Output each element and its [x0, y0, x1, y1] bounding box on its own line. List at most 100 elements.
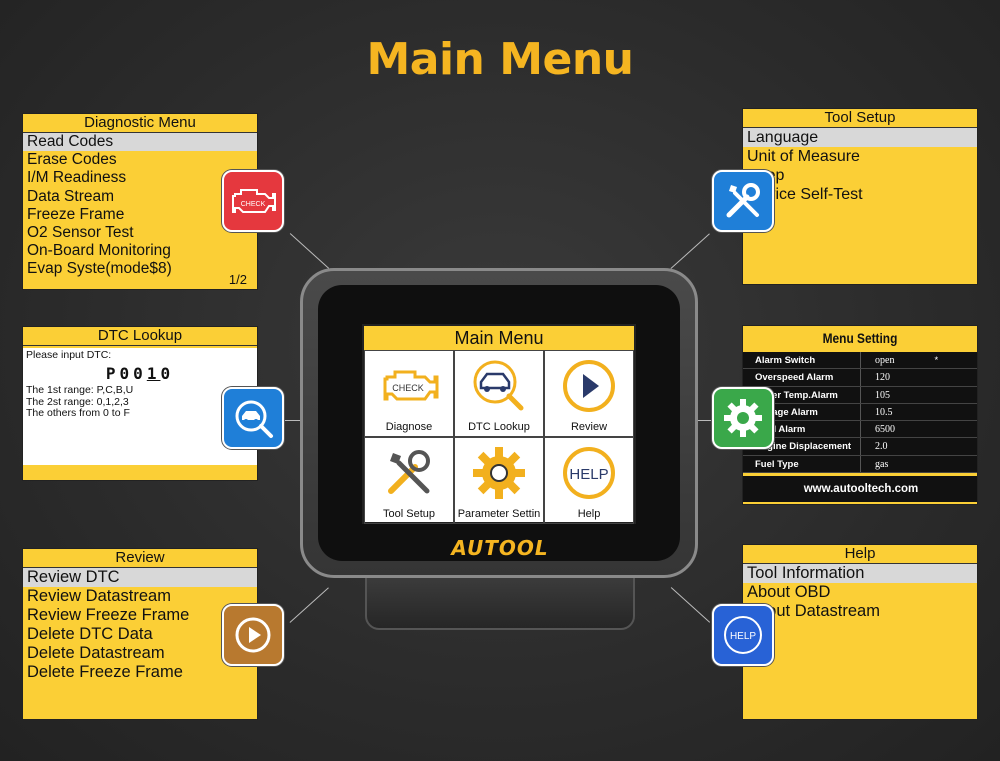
dtc-code-char: 0 — [160, 363, 175, 383]
setting-value: 6500 — [875, 424, 895, 436]
tile-label: Review — [570, 421, 608, 433]
gear-icon — [473, 447, 525, 499]
diagnostic-menu-item[interactable]: Erase Codes — [27, 151, 117, 169]
setting-key: RPM Alarm — [743, 421, 861, 438]
review-badge — [222, 604, 284, 666]
dtc-code-char: 0 — [119, 363, 134, 383]
diagnostic-menu-item[interactable]: Read Codes — [23, 133, 257, 152]
tile-label: Diagnose — [385, 421, 433, 433]
tool-setup-item[interactable]: Beep — [743, 166, 977, 185]
website-footer: www.autooltech.com — [743, 476, 977, 502]
tile-diagnose[interactable]: CHECK Diagnose — [364, 350, 454, 437]
tile-review[interactable]: Review — [544, 350, 634, 437]
main-menu-grid: CHECK Diagnose DTC Lookup — [364, 350, 634, 524]
tool-setup-badge — [712, 170, 774, 232]
tool-setup-item[interactable]: Unit of Measure — [747, 148, 860, 165]
review-item[interactable]: Delete DTC Data — [27, 625, 153, 643]
connector-line — [289, 587, 330, 624]
connector-line — [694, 420, 712, 422]
car-search-icon — [235, 400, 273, 438]
review-item[interactable]: Review Freeze Frame — [27, 606, 190, 624]
help-icon: HELP — [563, 447, 615, 499]
review-title: Review — [23, 549, 257, 568]
help-item[interactable]: Tool Information — [743, 564, 977, 583]
review-item[interactable]: Review Datastream — [27, 587, 171, 605]
setting-key: Alarm Switch — [743, 352, 861, 369]
tile-label: Parameter Settin — [457, 508, 541, 520]
check-engine-icon: CHECK — [232, 189, 276, 213]
car-search-icon — [473, 360, 524, 411]
tool-setup-item[interactable]: Language — [743, 128, 977, 147]
dtc-lookup-badge — [222, 387, 284, 449]
tile-dtc-lookup[interactable]: DTC Lookup — [454, 350, 544, 437]
dtc-range-1: The 1st range: P,C,B,U — [26, 384, 134, 396]
play-icon — [563, 360, 615, 412]
screen-title: Main Menu — [364, 326, 634, 350]
setting-row[interactable]: Voltage Alarm 10.5 — [743, 403, 977, 422]
tile-label: Tool Setup — [383, 508, 435, 520]
diagnostic-menu-item[interactable]: O2 Sensor Test — [27, 224, 134, 242]
dtc-lookup-body: Please input DTC: P0010 The 1st range: P… — [23, 348, 257, 465]
setting-row[interactable]: RPM Alarm 6500 — [743, 421, 977, 439]
connector-line — [670, 233, 711, 270]
dtc-code-char: 0 — [133, 363, 147, 383]
setting-value: 10.5 — [875, 406, 893, 418]
page-indicator: 1/2 — [228, 272, 247, 287]
help-title: Help — [743, 545, 977, 564]
dtc-lookup-title: DTC Lookup — [23, 327, 257, 346]
help-icon: HELP — [724, 616, 762, 654]
help-badge: HELP — [712, 604, 774, 666]
help-item[interactable]: About Datastream — [747, 602, 880, 620]
setting-value: 120 — [875, 372, 890, 384]
review-item[interactable]: Review DTC — [23, 568, 257, 587]
review-item[interactable]: Delete Datastream — [27, 644, 165, 662]
dtc-range-3: The others from 0 to F — [26, 407, 130, 419]
tile-label: DTC Lookup — [468, 421, 530, 433]
setting-mark: * — [934, 355, 939, 366]
check-label: CHECK — [392, 383, 424, 393]
setting-key: Engine Displacement — [743, 438, 861, 455]
dtc-code-input[interactable]: P0010 — [26, 363, 254, 383]
setting-key: Fuel Type — [743, 455, 861, 473]
setting-value: 2.0 — [875, 441, 888, 453]
wrench-screwdriver-icon — [388, 450, 430, 494]
diagnostic-menu-item[interactable]: Evap Syste(mode$8) — [27, 260, 172, 278]
review-item[interactable]: Delete Freeze Frame — [27, 663, 183, 681]
menu-setting-badge — [712, 387, 774, 449]
setting-value: open — [875, 355, 895, 366]
tool-setup-item[interactable]: Device Self-Test — [747, 186, 863, 203]
setting-row[interactable]: Alarm Switch open * — [743, 352, 977, 370]
play-icon — [235, 617, 271, 653]
tile-tool-setup[interactable]: Tool Setup — [364, 437, 454, 524]
connector-line — [289, 233, 330, 270]
help-label: HELP — [569, 466, 608, 483]
diagnostic-menu-item[interactable]: On-Board Monitoring — [27, 242, 171, 260]
setting-row[interactable]: Fuel Type gas — [743, 455, 977, 474]
tile-label: Help — [577, 508, 601, 520]
gear-icon — [724, 399, 762, 437]
tile-parameter-setting[interactable]: Parameter Settin — [454, 437, 544, 524]
help-item[interactable]: About OBD — [747, 583, 831, 601]
setting-row[interactable]: Engine Displacement 2.0 — [743, 438, 977, 456]
check-engine-badge: CHECK — [222, 170, 284, 232]
connector-line — [670, 587, 711, 624]
dtc-prompt: Please input DTC: — [26, 349, 112, 361]
brand-logo: AUTOOL — [451, 536, 549, 560]
setting-key: Voltage Alarm — [743, 403, 861, 421]
tile-help[interactable]: HELP Help — [544, 437, 634, 524]
setting-value: gas — [875, 458, 889, 470]
diagnostic-menu-item[interactable]: Freeze Frame — [27, 205, 125, 223]
diagnostic-menu-item[interactable]: I/M Readiness — [27, 169, 127, 187]
dtc-range-2: The 2st range: 0,1,2,3 — [26, 395, 129, 408]
dtc-code-char: P — [105, 363, 120, 383]
diagnostic-menu-item[interactable]: Data Stream — [27, 187, 115, 205]
dtc-lookup-panel: DTC Lookup Please input DTC: P0010 The 1… — [22, 326, 258, 481]
